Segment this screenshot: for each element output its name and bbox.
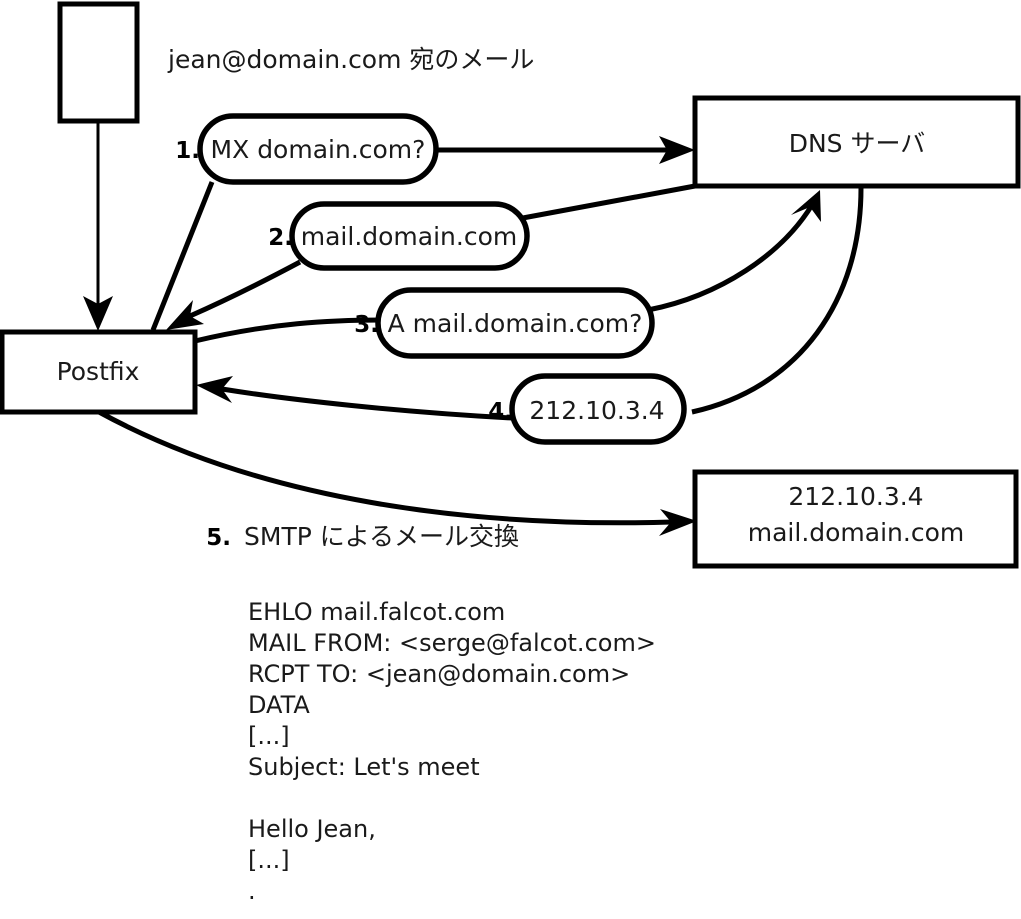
arrowhead-edge-5 [659, 509, 697, 536]
smtp-line-4: DATA [248, 691, 310, 719]
smtp-line-10: . [248, 877, 256, 905]
arrowhead-edge-4 [196, 376, 233, 403]
bubble-step-2 [289, 201, 530, 271]
node-remote-mx-host: mail.domain.com [748, 518, 964, 547]
edge-2-from-dns [511, 183, 696, 223]
step-number-3: 3. [354, 312, 379, 338]
step-number-5: 5. [206, 525, 231, 551]
node-mua-box [57, 1, 140, 124]
node-dns-label: DNS サーバ [789, 129, 926, 158]
edge-4-to-postfix [221, 386, 513, 421]
smtp-line-8: Hello Jean, [248, 815, 376, 843]
smtp-line-1: EHLO mail.falcot.com [248, 598, 505, 626]
smtp-line-3: RCPT TO: <jean@domain.com> [248, 660, 630, 688]
node-postfix-label: Postfix [57, 357, 140, 386]
step-number-4: 4. [488, 399, 513, 425]
edge-4-from-dns [691, 187, 864, 415]
step-label-2: mail.domain.com [301, 222, 517, 251]
arrowhead-edge-3 [791, 190, 821, 222]
node-dns-box [692, 95, 1021, 189]
bubble-step-4 [509, 373, 687, 445]
step-label-1: MX domain.com? [211, 135, 426, 164]
edge-5-smtp [97, 409, 673, 526]
bubble-step-3 [375, 287, 655, 359]
node-remote-mx-ip: 212.10.3.4 [788, 482, 923, 511]
arrowhead-edge-1 [659, 136, 695, 164]
arrowhead-edge-2 [166, 300, 204, 330]
smtp-line-9: [...] [248, 846, 290, 874]
node-remote-mx-box [692, 469, 1019, 569]
bubble-step-1 [197, 113, 439, 185]
arrowhead-mua-to-postfix [83, 296, 113, 331]
smtp-line-2: MAIL FROM: <serge@falcot.com> [248, 629, 656, 657]
edge-3-to-dns [647, 203, 815, 313]
step-number-2: 2. [268, 225, 293, 251]
smtp-line-5: [...] [248, 722, 290, 750]
step-label-3: A mail.domain.com? [388, 309, 643, 338]
diagram-caption: jean@domain.com 宛のメール [167, 45, 534, 74]
smtp-line-6: Subject: Let's meet [248, 753, 480, 781]
edge-1-from-postfix [150, 181, 215, 331]
step-number-1: 1. [175, 138, 200, 164]
node-postfix-box [0, 329, 198, 415]
edge-2-to-postfix [188, 259, 302, 319]
step-label-4: 212.10.3.4 [529, 396, 664, 425]
step-label-5: SMTP によるメール交換 [244, 522, 519, 551]
edge-3-from-postfix [194, 317, 384, 344]
